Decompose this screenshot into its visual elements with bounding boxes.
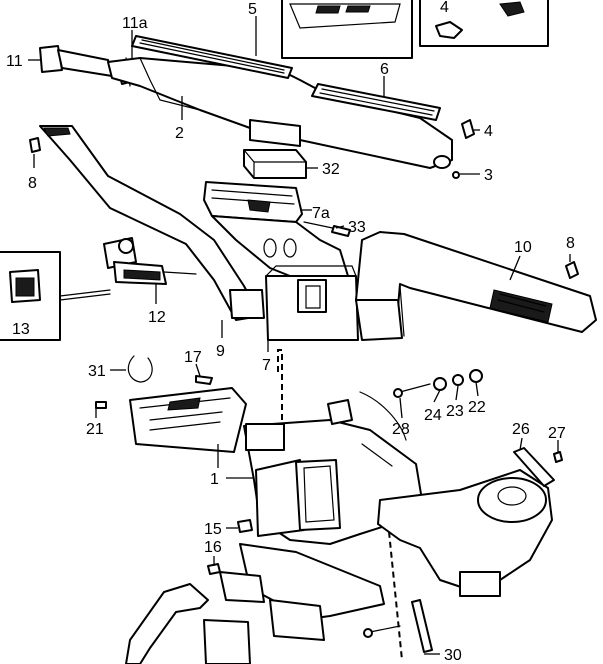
part-28-screw bbox=[393, 383, 431, 398]
blower-housing bbox=[377, 469, 553, 597]
label-3: 3 bbox=[484, 167, 493, 184]
label-11a: 11a bbox=[122, 15, 148, 32]
label-11: 11 bbox=[6, 53, 23, 70]
part-11-end-connector bbox=[39, 45, 113, 77]
part-9-side-duct bbox=[39, 125, 265, 321]
label-12: 12 bbox=[148, 309, 166, 326]
label-27: 27 bbox=[548, 425, 566, 442]
label-16: 16 bbox=[204, 539, 222, 556]
part-8-screw-left bbox=[29, 137, 41, 153]
label-17: 17 bbox=[184, 349, 202, 366]
part-17-screw bbox=[195, 375, 213, 385]
label-10: 10 bbox=[514, 239, 532, 256]
label-5: 5 bbox=[248, 1, 257, 18]
part-labels: 11 11a 2 5 6 4 4 3 32 8 7a 33 10 8 12 13… bbox=[6, 0, 575, 664]
label-7a: 7a bbox=[312, 205, 330, 222]
label-15: 15 bbox=[204, 521, 222, 538]
label-6: 6 bbox=[380, 61, 389, 78]
part-31-hose-clamp bbox=[127, 355, 153, 383]
part-4-clip bbox=[461, 119, 475, 139]
label-32: 32 bbox=[322, 161, 340, 178]
part-10-side-air-duct bbox=[355, 231, 597, 341]
part-27-screw bbox=[553, 451, 563, 463]
label-4-inset: 4 bbox=[440, 0, 449, 16]
part-6-defroster-vent-strip bbox=[311, 83, 441, 121]
label-21: 21 bbox=[86, 421, 104, 438]
label-2: 2 bbox=[175, 125, 184, 142]
part-8-clip-right bbox=[565, 261, 579, 279]
part-13-switch-inset bbox=[0, 251, 111, 341]
label-33: 33 bbox=[348, 219, 366, 236]
part-32-seal-block bbox=[243, 149, 307, 179]
label-9: 9 bbox=[216, 343, 225, 360]
part-21-control-panel bbox=[95, 387, 247, 453]
label-1: 1 bbox=[210, 471, 219, 488]
label-13: 13 bbox=[12, 321, 30, 338]
part-3-duct-nozzle bbox=[433, 155, 460, 179]
label-24: 24 bbox=[424, 407, 442, 424]
label-30: 30 bbox=[444, 647, 462, 664]
inset-detail-top-center bbox=[281, 0, 413, 59]
floor-duct-assembly bbox=[125, 543, 385, 664]
part-5-defroster-vent-strip bbox=[131, 35, 293, 79]
part-12-fan-switch bbox=[103, 237, 197, 285]
part-15-nut bbox=[237, 519, 253, 533]
part-30-bracket bbox=[363, 599, 433, 653]
inset-detail-top-right bbox=[419, 0, 549, 47]
label-31: 31 bbox=[88, 363, 106, 380]
label-7: 7 bbox=[262, 357, 271, 374]
leader-lines bbox=[28, 16, 571, 655]
part-7-center-duct bbox=[211, 215, 359, 341]
label-28: 28 bbox=[392, 421, 410, 438]
label-23: 23 bbox=[446, 403, 464, 420]
label-8-left: 8 bbox=[28, 175, 37, 192]
label-8-right: 8 bbox=[566, 235, 575, 252]
label-22: 22 bbox=[468, 399, 486, 416]
label-26: 26 bbox=[512, 421, 530, 438]
part-7a-center-vent bbox=[203, 181, 303, 223]
assembly-dashed-lines bbox=[277, 349, 403, 661]
label-4: 4 bbox=[484, 123, 493, 140]
